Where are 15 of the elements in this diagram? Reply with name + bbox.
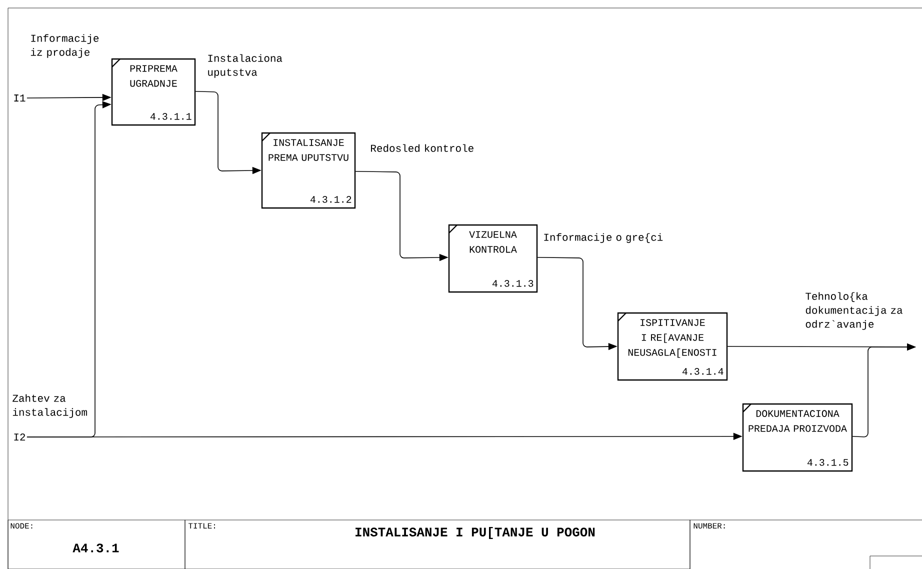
port-label: I1 — [14, 94, 26, 102]
edge-label: Zahtev za instalacijom — [12, 394, 87, 418]
edge-label: Tehnolo{ka dokumentacija za odrz`avanje — [806, 292, 902, 330]
edge-label: Informacije iz prodaje — [30, 34, 99, 58]
process-box: INSTALISANJE PREMA UPUTSTVU 4.3.1.2 — [261, 132, 356, 209]
diagram-title: INSTALISANJE I PU[TANJE U POGON — [356, 526, 595, 540]
edge-label: Redosled kontrole — [371, 144, 474, 152]
edge-label: Instalaciona uputstva — [208, 54, 282, 78]
label: A4.3.1 — [72, 544, 119, 552]
edge-label: Informacije o gre{ci — [544, 233, 663, 243]
port-label: I2 — [14, 434, 26, 440]
process-box: ISPITIVANJE I RE[AVANJE NEUSAGLA[ENOSTI 4.3.1.4 — [617, 312, 728, 381]
process-box: PRIPREMA UGRADNJE 4.3.1.1 — [111, 58, 196, 126]
process-box: DOKUMENTACIONA PREDAJA PROIZVODA 4.3.1.5 — [742, 403, 853, 472]
process-box: VIZUELNA KONTROLA 4.3.1.3 — [448, 224, 538, 293]
